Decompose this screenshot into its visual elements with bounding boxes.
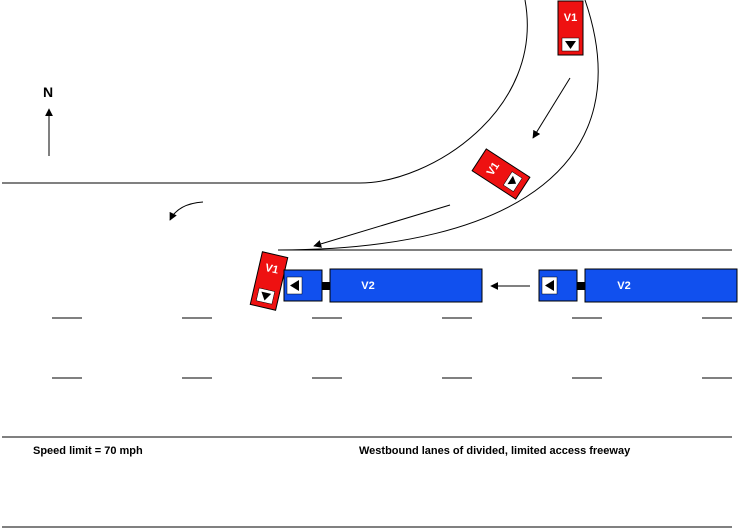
speed-limit-caption: Speed limit = 70 mph <box>33 445 143 457</box>
v2-vehicle-prior: V2 <box>538 268 738 303</box>
v2-trailer <box>329 268 483 303</box>
north-label: N <box>43 84 53 100</box>
north-indicator: N <box>43 84 53 156</box>
path-arrows <box>169 77 571 290</box>
v1-body <box>471 148 531 200</box>
v2-trailer <box>584 268 738 303</box>
v2-hitch <box>322 282 330 290</box>
v2-direction-icon <box>290 280 299 291</box>
v1-vehicle-mid: V1 <box>471 148 531 200</box>
v1-path-arrow-1 <box>532 77 571 139</box>
v2-label: V2 <box>617 280 630 292</box>
v1-vehicle-impact: V1 <box>249 251 289 311</box>
v1-path-arrow-2 <box>313 204 451 248</box>
v1-label: V1 <box>264 262 280 277</box>
road-description-caption: Westbound lanes of divided, limited acce… <box>359 445 631 457</box>
ramp-inner-edge <box>2 0 528 184</box>
lane-dashes <box>52 317 732 379</box>
v1-departure-arrow <box>169 201 204 221</box>
v1-direction-icon <box>261 291 272 301</box>
v1-direction-icon <box>565 41 576 49</box>
v1-direction-icon <box>507 175 517 185</box>
v2-label: V2 <box>361 280 374 292</box>
v2-direction-icon <box>545 280 554 291</box>
v2-vehicle-impact: V2 <box>283 268 483 303</box>
v1-vehicle-start: V1 <box>557 0 584 56</box>
v1-label: V1 <box>564 12 577 24</box>
ramp-outer-edge <box>277 0 599 251</box>
v2-hitch <box>577 282 585 290</box>
